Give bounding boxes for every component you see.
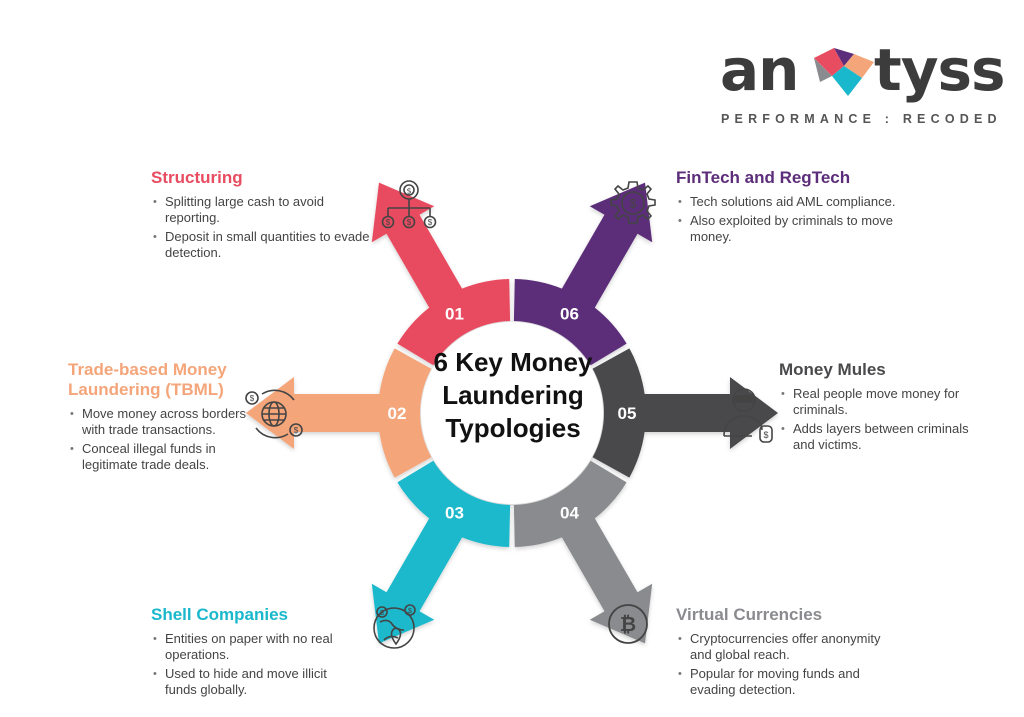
svg-text:$: $	[763, 430, 768, 440]
ring-segment-money-mules	[592, 348, 778, 478]
svg-text:₿: ₿	[620, 612, 636, 636]
block-virtual-currencies: Virtual Currencies Cryptocurrencies offe…	[676, 605, 896, 701]
svg-text:$: $	[250, 394, 255, 403]
bitcoin-icon: ₿	[608, 604, 648, 644]
ring-segment-shell-companies	[371, 460, 511, 644]
masked-person-icon: $	[723, 388, 773, 443]
segment-number-02: 02	[388, 404, 407, 423]
bullet-list: Tech solutions aid AML compliance. Also …	[676, 194, 896, 245]
svg-text:$: $	[408, 608, 412, 615]
logo-tagline: PERFORMANCE : RECODED	[721, 112, 1002, 126]
svg-text:$: $	[386, 218, 391, 227]
block-shell-companies: Shell Companies Entities on paper with n…	[151, 605, 361, 701]
block-fintech-regtech: FinTech and RegTech Tech solutions aid A…	[676, 168, 896, 248]
bullet-list: Splitting large cash to avoid reporting.…	[151, 194, 371, 261]
dollar-gear-icon: $	[610, 181, 656, 224]
bullet-point: Move money across borders with trade tra…	[68, 406, 258, 438]
block-title: Money Mules	[779, 360, 886, 379]
segment-number-01: 01	[445, 304, 464, 323]
logo-text-left: an	[720, 36, 799, 104]
ring-segment-tbml	[246, 348, 432, 478]
center-circle	[421, 322, 603, 504]
bullet-point: Deposit in small quantities to evade det…	[151, 229, 371, 261]
global-location-icon: $ $	[373, 604, 416, 649]
bullet-list: Cryptocurrencies offer anonymity and glo…	[676, 631, 896, 698]
block-tbml: Trade-based Money Laundering (TBML) Move…	[68, 360, 258, 476]
svg-text:$: $	[380, 610, 384, 617]
money-flow-icon: $ $ $ $	[381, 180, 437, 229]
ring-segment-virtual-currencies	[513, 460, 653, 644]
bullet-point: Real people move money for criminals.	[779, 386, 969, 418]
block-title: Trade-based Money Laundering (TBML)	[68, 360, 227, 399]
block-title: FinTech and RegTech	[676, 168, 851, 187]
block-title: Virtual Currencies	[676, 605, 823, 624]
bullet-point: Popular for moving funds and evading det…	[676, 666, 896, 698]
bullet-point: Used to hide and move illicit funds glob…	[151, 666, 361, 698]
center-title: 6 Key Money Laundering Typologies	[433, 347, 593, 443]
segment-number-05: 05	[618, 404, 637, 423]
logo-text-right: tyss	[874, 36, 1006, 104]
bullet-point: Adds layers between criminals and victim…	[779, 421, 969, 453]
ring-segment-structuring	[371, 182, 511, 366]
bullet-list: Move money across borders with trade tra…	[68, 406, 258, 473]
segment-number-06: 06	[560, 304, 579, 323]
block-title: Structuring	[151, 168, 243, 187]
segment-number-03: 03	[445, 504, 464, 523]
logo-mark-icon	[814, 48, 874, 96]
bullet-list: Entities on paper with no real operation…	[151, 631, 361, 698]
svg-text:$: $	[406, 187, 411, 196]
block-structuring: Structuring Splitting large cash to avoi…	[151, 168, 371, 264]
brand-logo: an tyss PERFORMANCE : RECODED	[718, 36, 1006, 130]
bullet-list: Real people move money for criminals. Ad…	[779, 386, 969, 453]
bullet-point: Tech solutions aid AML compliance.	[676, 194, 896, 210]
ring-segment-fintech-regtech	[513, 182, 653, 366]
bullet-point: Conceal illegal funds in legitimate trad…	[68, 441, 258, 473]
bullet-point: Entities on paper with no real operation…	[151, 631, 361, 663]
svg-text:$: $	[294, 426, 299, 435]
bullet-point: Splitting large cash to avoid reporting.	[151, 194, 371, 226]
svg-text:$: $	[629, 196, 637, 211]
globe-exchange-icon: $ $	[245, 389, 303, 439]
bullet-point: Also exploited by criminals to move mone…	[676, 213, 896, 245]
segment-number-04: 04	[560, 504, 579, 523]
bullet-point: Cryptocurrencies offer anonymity and glo…	[676, 631, 896, 663]
block-title: Shell Companies	[151, 605, 288, 624]
svg-text:$: $	[407, 218, 412, 227]
block-money-mules: Money Mules Real people move money for c…	[779, 360, 969, 456]
svg-text:$: $	[428, 218, 433, 227]
